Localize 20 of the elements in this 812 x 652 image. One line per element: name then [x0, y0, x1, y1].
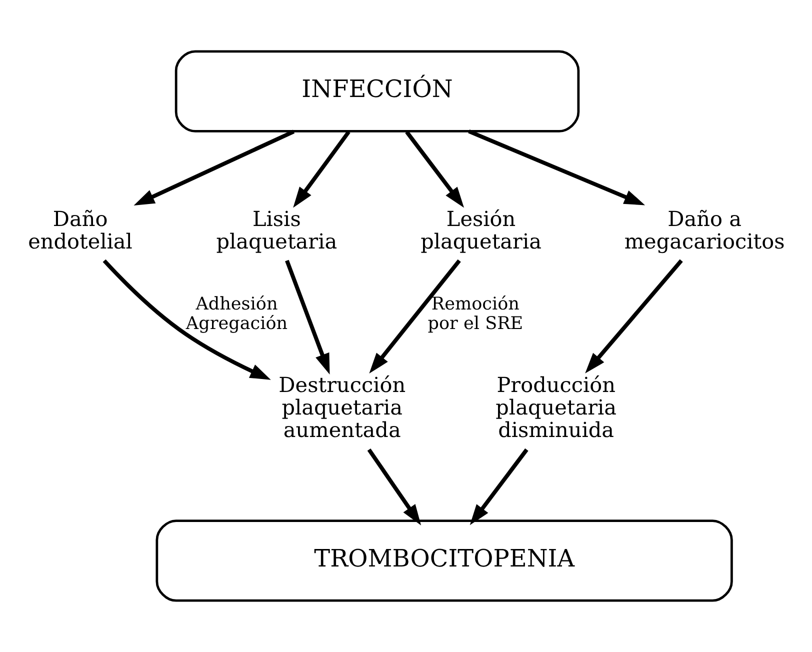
arrow [470, 448, 528, 526]
arrow [134, 130, 295, 206]
arrow [102, 259, 271, 380]
arrow [369, 259, 461, 374]
node-text: Lisis plaquetaria [216, 207, 338, 254]
arrow [285, 260, 330, 374]
node-text: Producción plaquetaria disminuida [496, 373, 617, 442]
arrow [468, 129, 646, 206]
node-text: Destrucción plaquetaria aumentada [278, 373, 406, 442]
arrow [293, 130, 350, 208]
node-text: Daño endotelial [28, 207, 132, 254]
edge-label: Adhesión Agregación [186, 294, 288, 334]
node-text: Lesión plaquetaria [420, 207, 542, 254]
node-box: TROMBOCITOPENIA [156, 520, 733, 602]
node-box: INFECCIÓN [174, 50, 580, 132]
arrow [367, 448, 422, 526]
arrow [585, 259, 683, 374]
arrow [405, 130, 464, 208]
edge-label: Remoción por el SRE [428, 294, 524, 334]
node-text: Daño a megacariocitos [624, 207, 785, 254]
